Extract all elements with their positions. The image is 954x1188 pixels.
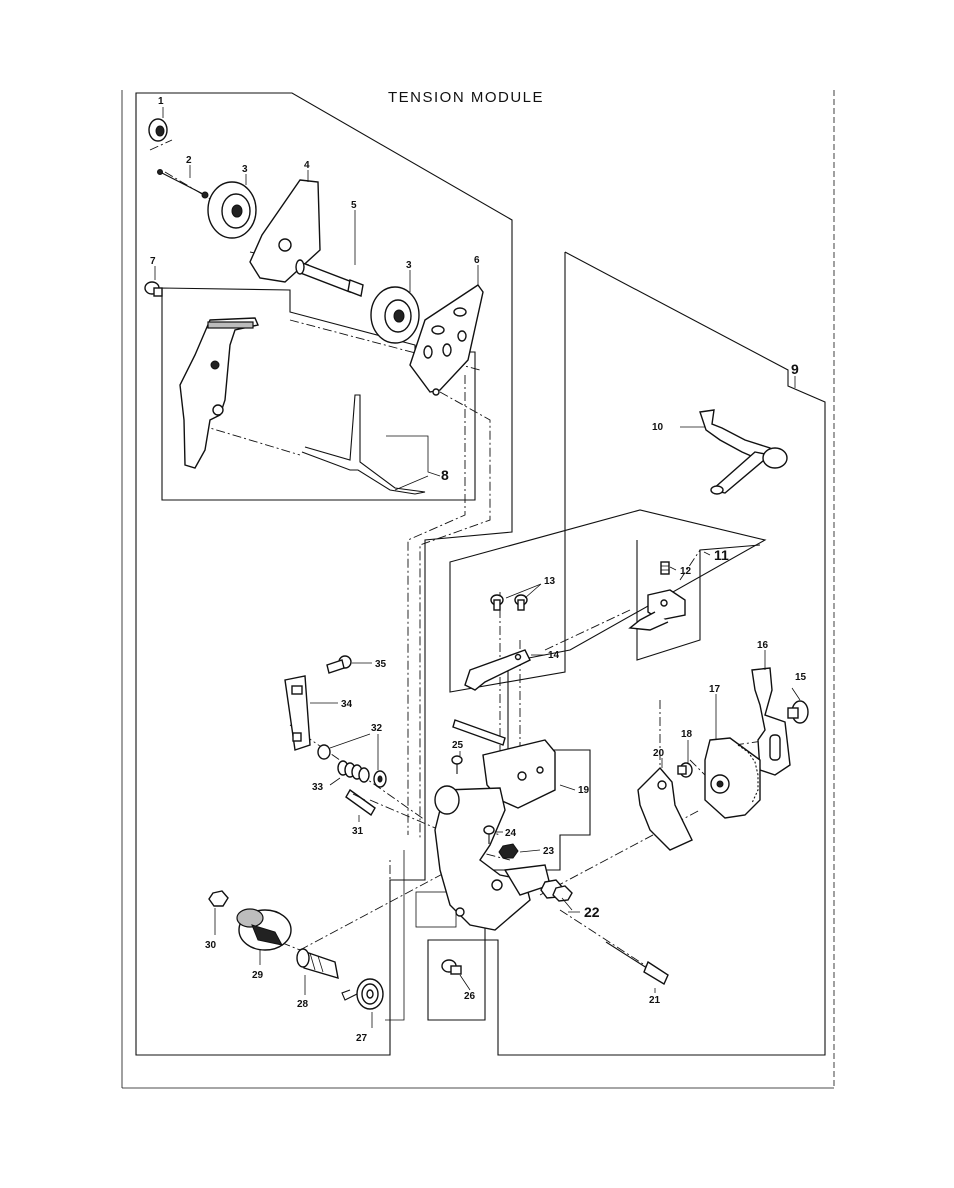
callout-3b: 3 bbox=[406, 260, 412, 271]
nut-30 bbox=[209, 891, 228, 906]
coil-spring-33 bbox=[338, 761, 369, 782]
callout-16: 16 bbox=[757, 640, 769, 651]
lever-shaft bbox=[700, 410, 787, 494]
callout-15: 15 bbox=[795, 672, 807, 683]
set-screw-12 bbox=[661, 562, 669, 574]
torsion-spring bbox=[342, 979, 383, 1009]
callout-1: 1 bbox=[158, 96, 164, 107]
tension-disc-lower bbox=[371, 287, 419, 343]
callout-23: 23 bbox=[543, 846, 555, 857]
adjusting-screw bbox=[606, 942, 668, 984]
screw-35 bbox=[327, 656, 351, 673]
page-frame bbox=[122, 90, 834, 1088]
gear-sector bbox=[705, 738, 760, 818]
screw-25 bbox=[452, 756, 462, 774]
callout-9: 9 bbox=[791, 361, 799, 377]
callout-6: 6 bbox=[474, 255, 480, 266]
nuts-22 bbox=[541, 880, 572, 901]
callout-28: 28 bbox=[297, 999, 309, 1010]
thumb-screw-15 bbox=[788, 701, 808, 723]
callout-14: 14 bbox=[548, 650, 560, 661]
callout-25: 25 bbox=[452, 740, 464, 751]
nut-23 bbox=[499, 844, 518, 858]
callout-35: 35 bbox=[375, 659, 387, 670]
lower-inner-outline bbox=[385, 850, 404, 1020]
tension-shaft bbox=[296, 260, 363, 296]
callout-17: 17 bbox=[709, 684, 721, 695]
callout-30: 30 bbox=[205, 940, 217, 951]
callout-32: 32 bbox=[371, 723, 383, 734]
callout-22: 22 bbox=[584, 904, 600, 920]
tension-stud bbox=[158, 170, 209, 199]
callout-31: 31 bbox=[352, 826, 364, 837]
callout-12: 12 bbox=[680, 566, 692, 577]
callout-20: 20 bbox=[653, 748, 665, 759]
tension-base-plate bbox=[410, 285, 483, 392]
callout-21: 21 bbox=[649, 995, 661, 1006]
callout-27: 27 bbox=[356, 1033, 368, 1044]
page-title: TENSION MODULE bbox=[388, 89, 544, 106]
callout-24: 24 bbox=[505, 828, 517, 839]
screw-18 bbox=[678, 763, 692, 777]
callout-7: 7 bbox=[150, 256, 156, 267]
callout-2: 2 bbox=[186, 155, 192, 166]
stopper-block bbox=[630, 590, 685, 630]
callout-10: 10 bbox=[652, 422, 664, 433]
screws-13 bbox=[491, 595, 527, 610]
callout-19: 19 bbox=[578, 785, 590, 796]
callout-29: 29 bbox=[252, 970, 264, 981]
tension-knob bbox=[237, 909, 291, 950]
wire-spring bbox=[302, 395, 425, 494]
callout-13: 13 bbox=[544, 576, 556, 587]
callout-18: 18 bbox=[681, 729, 693, 740]
stud-31 bbox=[346, 790, 375, 815]
cam-plate bbox=[638, 768, 692, 850]
tension-nut bbox=[149, 119, 167, 141]
callout-8: 8 bbox=[441, 467, 449, 483]
screw-26 bbox=[442, 960, 461, 974]
callout-5: 5 bbox=[351, 200, 357, 211]
callout-26: 26 bbox=[464, 991, 476, 1002]
callout-33: 33 bbox=[312, 782, 324, 793]
thread-guide-bracket bbox=[180, 318, 258, 468]
callout-3a: 3 bbox=[242, 164, 248, 175]
tension-disc-upper bbox=[208, 182, 256, 238]
callout-34: 34 bbox=[341, 699, 353, 710]
screw-7 bbox=[145, 282, 162, 296]
lever-group-outline bbox=[428, 252, 825, 1055]
callout-4: 4 bbox=[304, 160, 310, 171]
callout-11: 11 bbox=[714, 547, 729, 563]
check-spring-plate bbox=[285, 676, 310, 750]
pinion-gear bbox=[297, 949, 338, 978]
